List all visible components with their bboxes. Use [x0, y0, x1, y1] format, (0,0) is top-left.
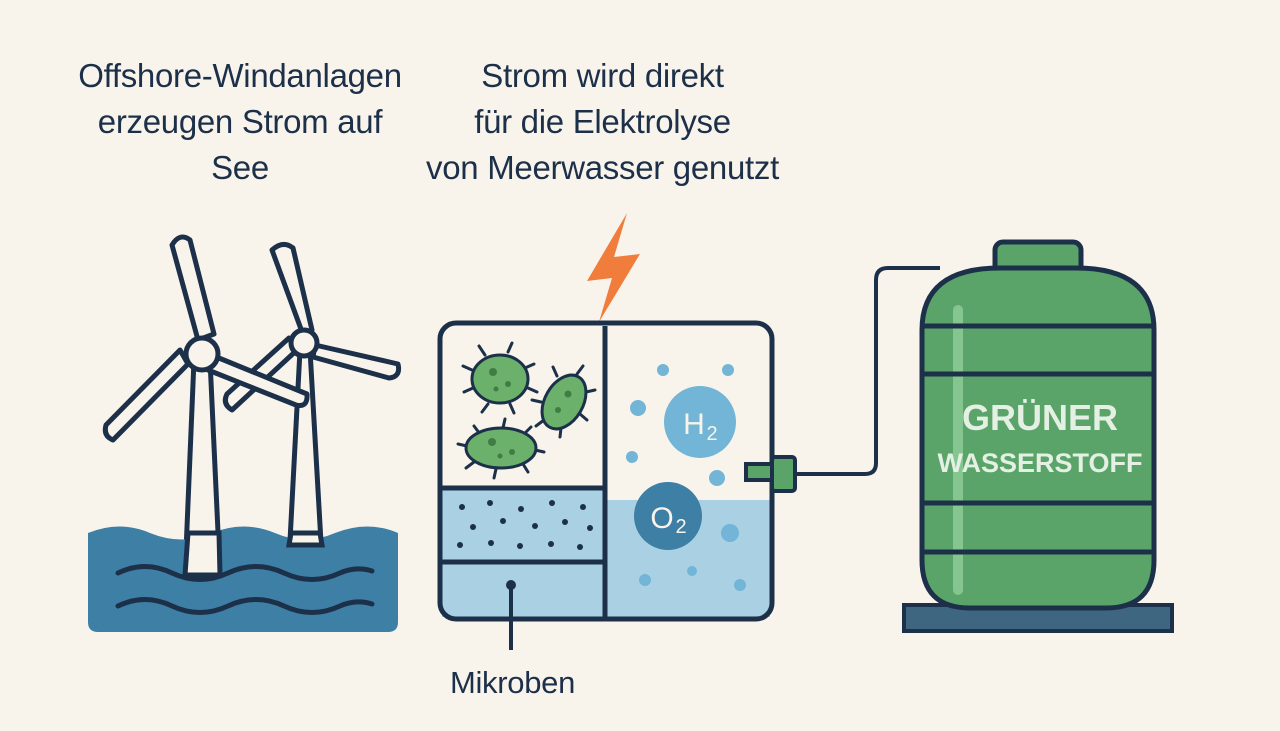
oxygen-bubble-icon: O 2	[634, 482, 702, 550]
caption-offshore-wind: Offshore-Windanlagen erzeugen Strom auf …	[60, 53, 420, 191]
caption-strom-line-2: für die Elektrolyse	[474, 103, 731, 140]
gas-bubbles	[626, 364, 746, 591]
hydrogen-tank-icon: GRÜNER WASSERSTOFF	[902, 239, 1174, 633]
h2-subscript: 2	[706, 423, 717, 445]
pipe-connector	[744, 266, 940, 493]
tank-label-line-2: WASSERSTOFF	[937, 448, 1142, 478]
caption-strom-line-1: Strom wird direkt	[481, 57, 724, 94]
caption-strom-line-3: von Meerwasser genutzt	[426, 149, 779, 186]
lightning-icon	[587, 213, 640, 322]
caption-wind-line-3: See	[211, 149, 269, 186]
tank-label-line-1: GRÜNER	[962, 397, 1118, 438]
o2-subscript: 2	[675, 516, 686, 538]
wind-turbine-front	[102, 234, 310, 578]
sea-water	[88, 526, 398, 632]
caption-mikroben: Mikroben	[449, 665, 576, 700]
h2-label: H	[683, 408, 705, 441]
microbe-icon	[456, 341, 597, 480]
caption-electrolysis: Strom wird direkt für die Elektrolyse vo…	[405, 53, 800, 191]
caption-wind-line-1: Offshore-Windanlagen	[78, 57, 402, 94]
sediment-particles	[457, 500, 593, 550]
hydrogen-bubble-icon: H 2	[664, 386, 736, 458]
o2-label: O	[650, 502, 673, 535]
wind-turbine-icon	[102, 234, 402, 578]
caption-wind-line-2: erzeugen Strom auf	[97, 103, 383, 140]
wind-turbine-back	[222, 242, 402, 563]
electrolysis-cell: H 2 O 2	[437, 320, 775, 650]
